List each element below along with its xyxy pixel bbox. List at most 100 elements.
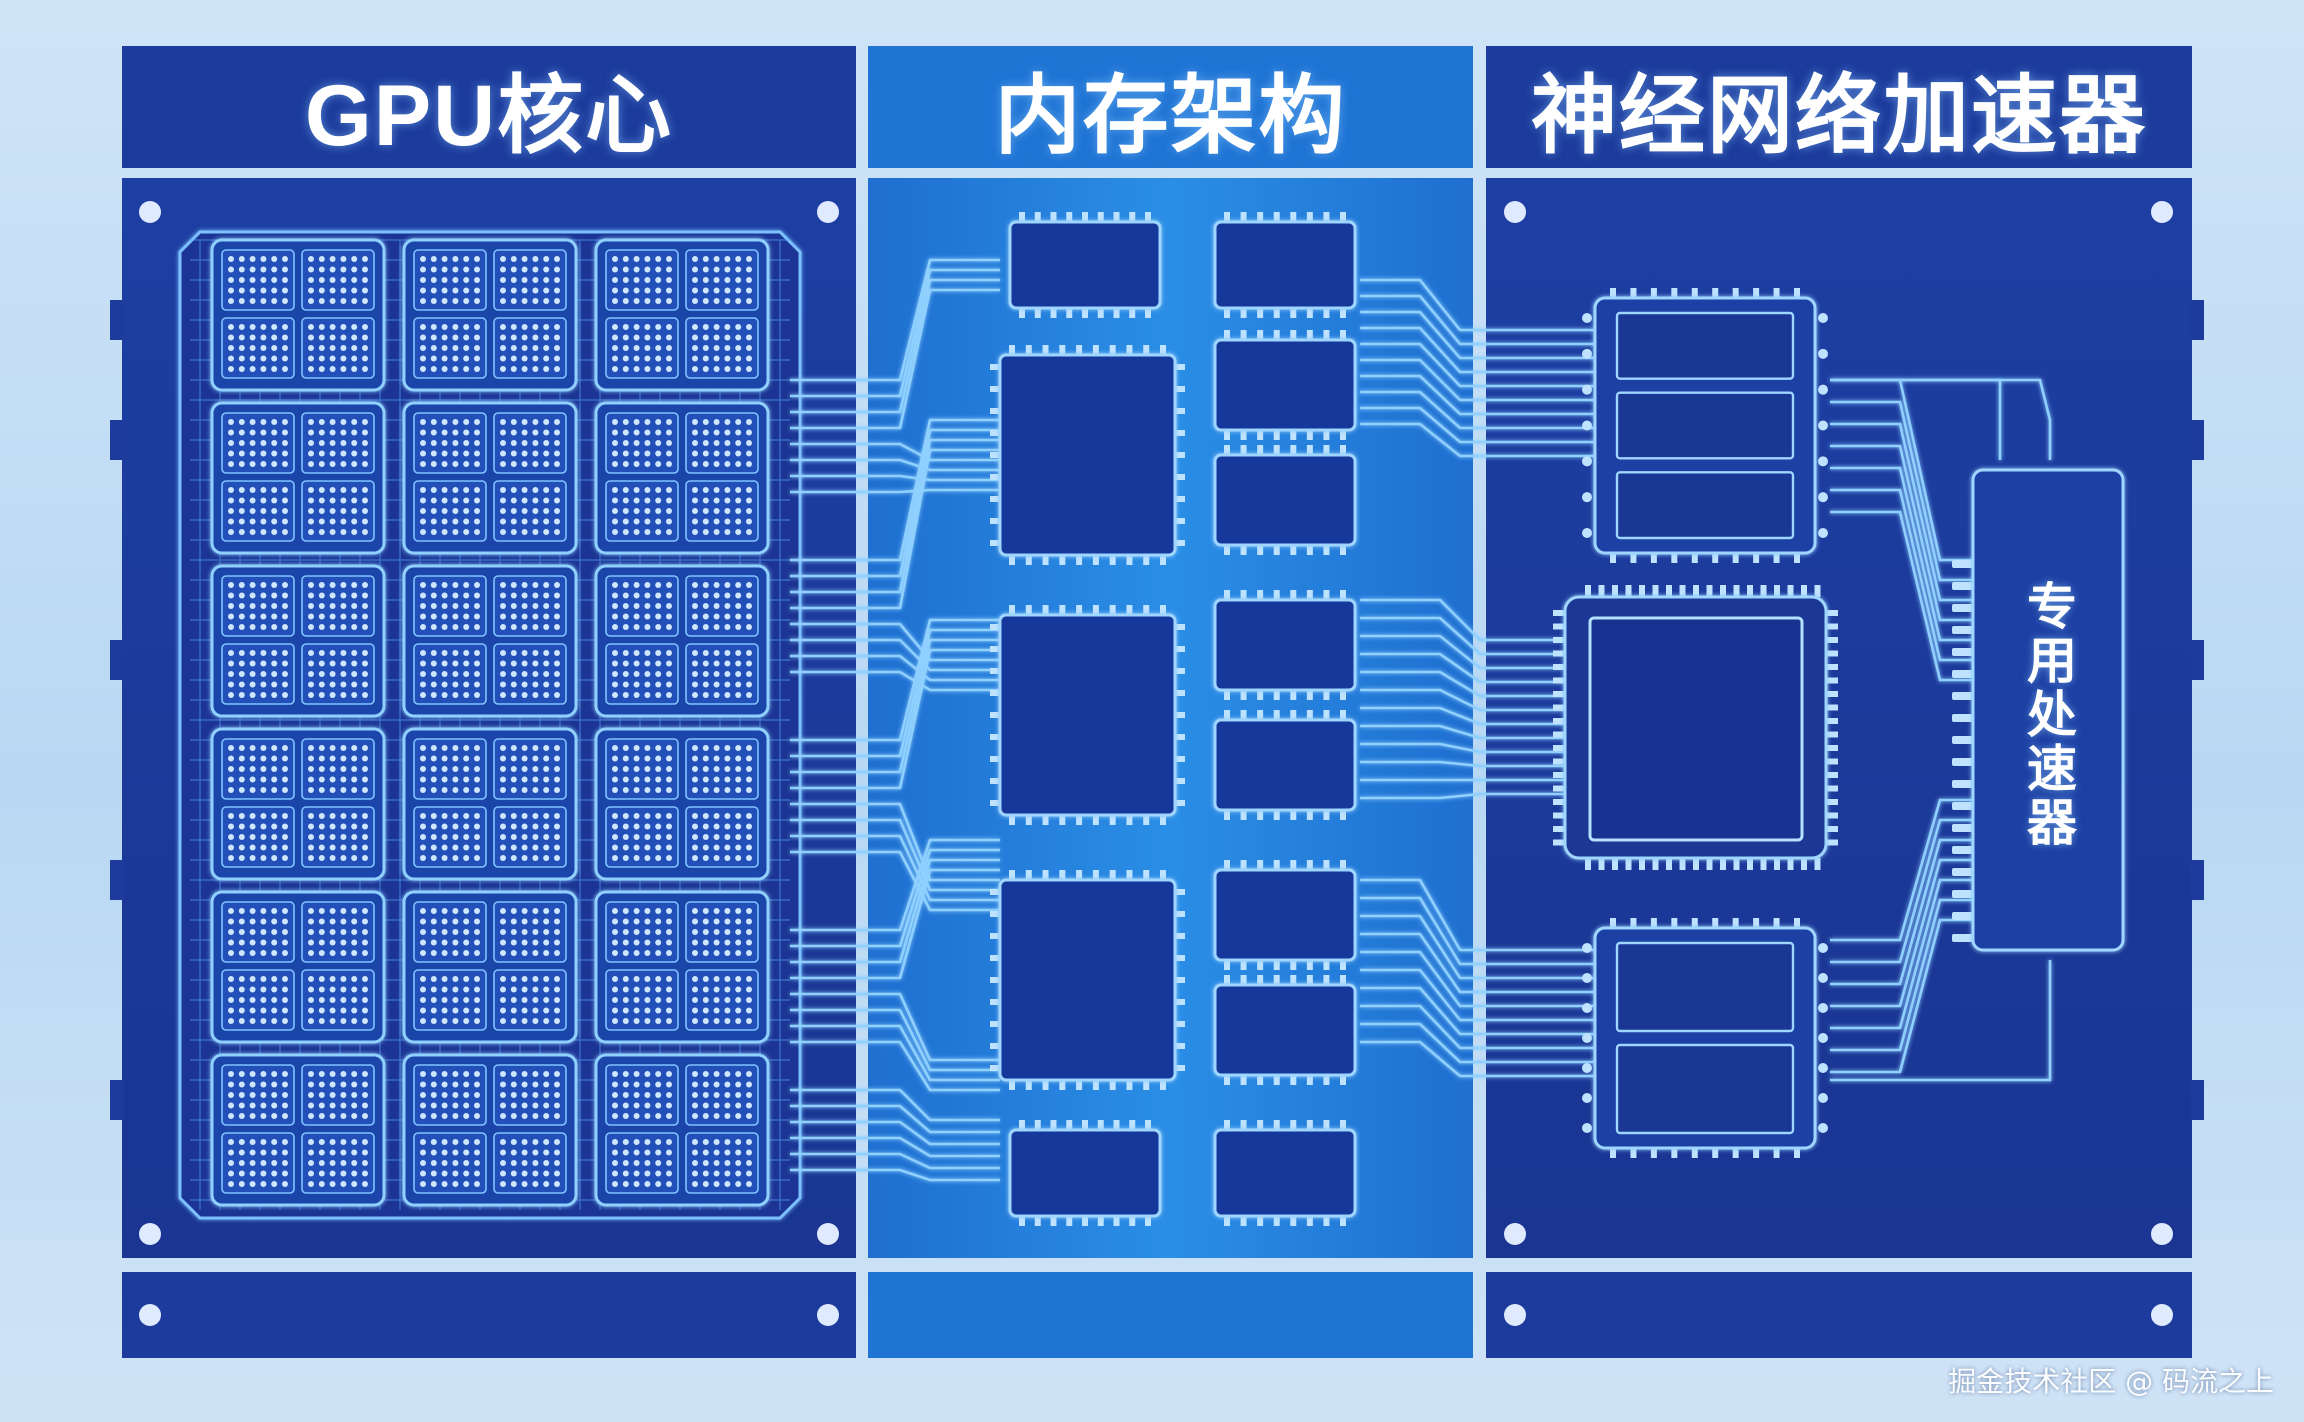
memory-chip	[1008, 1120, 1162, 1226]
gpu-core	[594, 238, 770, 392]
trace	[1360, 358, 1600, 402]
trace	[790, 474, 1000, 482]
trace	[1360, 406, 1600, 444]
trace	[790, 288, 1000, 430]
trace	[1360, 374, 1600, 416]
trace	[1360, 914, 1600, 980]
trace	[1360, 670, 1565, 698]
trace	[790, 442, 1000, 462]
gpu-core	[402, 564, 578, 718]
trace	[790, 418, 1000, 562]
trace	[790, 818, 1000, 892]
trace	[1360, 986, 1600, 1036]
dedicated-processor	[1952, 468, 2125, 952]
trace	[1360, 1040, 1600, 1078]
trace	[790, 868, 1000, 980]
gpu-core	[210, 238, 386, 392]
gpu-core	[594, 890, 770, 1044]
gpu-footer	[122, 1272, 856, 1358]
trace	[1830, 422, 1975, 602]
npu-components	[1553, 288, 2125, 1158]
gpu-core	[402, 890, 578, 1044]
gpu-section-title: GPU核心	[122, 46, 856, 168]
trace	[790, 1120, 1000, 1146]
trace	[1360, 342, 1600, 388]
trace	[1360, 294, 1600, 346]
trace	[1360, 326, 1600, 374]
gpu-core	[402, 238, 578, 392]
watermark: 掘金技术社区 @ 码流之上	[1948, 1365, 2274, 1398]
gpu-core-array	[210, 238, 770, 1207]
memory-chip	[990, 345, 1185, 565]
trace	[790, 638, 1000, 672]
trace	[1360, 598, 1565, 642]
trace	[1360, 422, 1600, 458]
trace	[790, 1168, 1000, 1182]
gpu-core	[594, 1053, 770, 1207]
trace	[1360, 896, 1600, 966]
memory-footer	[868, 1272, 1473, 1358]
trace	[1360, 688, 1565, 712]
trace	[790, 802, 1000, 882]
trace	[790, 448, 1000, 610]
memory-chips	[990, 212, 1357, 1226]
gpu-core	[594, 401, 770, 555]
trace	[790, 278, 1000, 414]
trace	[1830, 858, 1975, 1008]
gpu-core	[210, 890, 386, 1044]
trace	[1360, 968, 1600, 1022]
memory-chip	[1213, 1120, 1357, 1226]
gpu-core	[210, 727, 386, 881]
gpu-core	[210, 564, 386, 718]
trace	[1360, 878, 1600, 952]
gpu-core	[594, 727, 770, 881]
trace	[790, 1136, 1000, 1158]
trace	[1360, 390, 1600, 430]
memory-chip	[1213, 590, 1357, 700]
trace	[1360, 950, 1600, 1008]
memory-chip	[1008, 212, 1162, 318]
trace	[1360, 616, 1565, 656]
npu-processor	[1553, 585, 1838, 870]
trace	[790, 858, 1000, 964]
trace	[1360, 792, 1565, 800]
trace	[1830, 960, 2052, 1082]
trace	[1830, 400, 1975, 582]
trace	[1360, 1004, 1600, 1050]
trace	[1830, 466, 1975, 642]
trace	[790, 628, 1000, 758]
npu-section-title: 神经网络加速器	[1486, 46, 2192, 168]
trace	[1360, 742, 1565, 754]
gpu-core	[594, 564, 770, 718]
memory-chip	[1213, 975, 1357, 1085]
gpu-core	[402, 727, 578, 881]
trace	[790, 648, 1000, 790]
trace	[790, 428, 1000, 578]
trace	[1830, 488, 1975, 662]
memory-chip	[990, 870, 1185, 1090]
trace	[790, 458, 1000, 472]
trace	[1830, 798, 1975, 942]
memory-chip	[990, 605, 1185, 825]
gpu-core	[210, 401, 386, 555]
trace	[790, 268, 1000, 398]
memory-section-title: 内存架构	[868, 46, 1473, 168]
trace	[1360, 760, 1565, 768]
gpu-core	[210, 1053, 386, 1207]
trace	[790, 1152, 1000, 1170]
trace	[1830, 444, 1975, 622]
trace	[790, 838, 1000, 932]
interconnect-traces	[790, 258, 2052, 1182]
trace	[1360, 652, 1565, 684]
trace	[790, 258, 1000, 382]
memory-chip	[1213, 212, 1357, 318]
trace	[1830, 898, 1975, 1052]
trace	[1360, 932, 1600, 994]
npu-memory-block	[1582, 918, 1828, 1158]
trace	[1360, 278, 1600, 332]
trace	[790, 1104, 1000, 1134]
trace	[790, 622, 1000, 662]
trace	[790, 618, 1000, 742]
board-notches	[110, 300, 2204, 1120]
